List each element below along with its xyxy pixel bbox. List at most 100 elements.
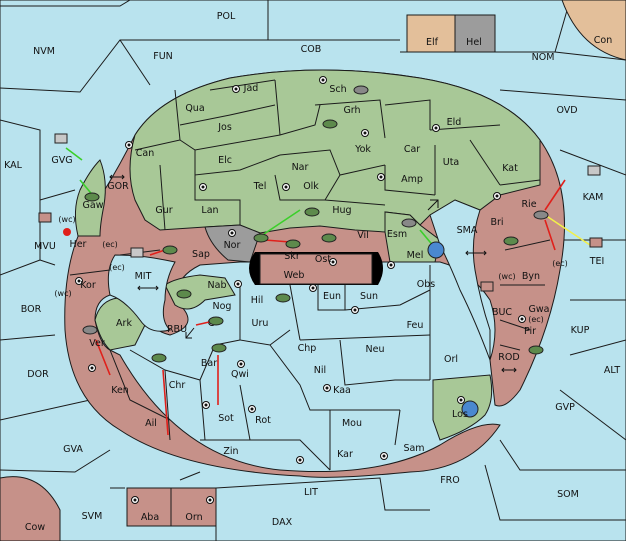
- fleet-unit-bri: [503, 236, 519, 246]
- land-label-bri: Bri: [490, 217, 503, 228]
- land-label-kat: Kat: [502, 163, 518, 174]
- land-label-esm: Esm: [387, 229, 407, 240]
- province-esm[interactable]: [384, 211, 441, 263]
- fleet-unit-bar: [211, 343, 227, 353]
- land-label-qwi: Qwi: [231, 369, 249, 380]
- sea-label-cob: COB: [301, 44, 322, 55]
- fleet-unit-grh: [322, 119, 338, 129]
- sea-label-dax: DAX: [272, 517, 293, 528]
- land-label-chr: Chr: [169, 380, 186, 391]
- land-label-mvu: MVU: [34, 241, 56, 252]
- army-unit-kam: [587, 165, 601, 176]
- province-aba[interactable]: [126, 487, 172, 527]
- province-nor[interactable]: [204, 224, 261, 263]
- land-label-wc1: (wc): [58, 215, 75, 224]
- sea-label-kal: KAL: [4, 160, 23, 171]
- units: [38, 85, 603, 418]
- land-label-ec2: (ec): [109, 263, 125, 272]
- land-label-sap: Sap: [192, 249, 210, 260]
- province-ost-web[interactable]: [259, 253, 373, 285]
- sea-sma[interactable]: [429, 199, 491, 361]
- sea-label-tei: TEI: [589, 256, 605, 267]
- fleet-unit-rie: [533, 210, 549, 220]
- dislodged-marker-mvu: [63, 228, 71, 236]
- land-label-eun: Eun: [323, 291, 341, 302]
- land-label-sch: Sch: [329, 84, 346, 95]
- land-label-skr: Skr: [284, 251, 300, 262]
- land-label-ail: Ail: [145, 418, 157, 429]
- province-nab[interactable]: [164, 274, 236, 310]
- fleet-unit-chr: [151, 353, 167, 363]
- land-label-aba: Aba: [141, 512, 159, 523]
- fleet-unit-sch: [353, 85, 369, 95]
- sea-label-gvp: GVP: [555, 402, 575, 413]
- land-label-olk: Olk: [303, 181, 319, 192]
- province-hel[interactable]: [454, 14, 496, 53]
- land-label-eld: Eld: [447, 117, 462, 128]
- sea-mit[interactable]: [107, 254, 176, 332]
- army-unit-mit: [130, 247, 144, 258]
- fleet-unit-skr: [285, 239, 301, 249]
- land-label-gwa: Gwa: [529, 304, 550, 315]
- sea-label-lit: LIT: [304, 487, 318, 498]
- sea-label-pol: POL: [217, 11, 236, 22]
- fleet-unit-hug: [304, 207, 320, 217]
- province-orn[interactable]: [170, 487, 217, 527]
- fleet-unit-mel: [427, 241, 445, 259]
- land-label-cow: Cow: [25, 522, 45, 533]
- land-label-car: Car: [404, 144, 420, 155]
- land-label-mel: Mel: [407, 250, 424, 261]
- fleet-unit-los: [461, 400, 479, 418]
- land-label-ken: Ken: [111, 385, 129, 396]
- fleet-unit-ver: [82, 325, 98, 335]
- fleet-unit-ost: [321, 233, 337, 243]
- land-label-obs: Obs: [417, 279, 436, 290]
- land-label-vil: Vil: [357, 230, 369, 241]
- land-label-nab: Nab: [208, 280, 227, 291]
- fleet-unit-rod: [528, 345, 544, 355]
- land-label-hel: Hel: [466, 37, 482, 48]
- land-label-jad: Jad: [243, 83, 259, 94]
- fleet-unit-nab: [176, 289, 192, 299]
- sea-label-alt: ALT: [604, 365, 620, 376]
- sea-label-som: SOM: [557, 489, 579, 500]
- land-label-nar: Nar: [292, 162, 309, 173]
- land-label-mou: Mou: [342, 418, 362, 429]
- army-unit-gvg: [54, 133, 68, 144]
- sea-label-svm: SVM: [82, 511, 103, 522]
- land-label-web: Web: [284, 270, 305, 281]
- land-label-ec3: (ec): [552, 259, 568, 268]
- land-label-lan: Lan: [201, 205, 218, 216]
- land-label-yok: Yok: [354, 144, 371, 155]
- fleet-unit-nor: [253, 233, 269, 243]
- land-label-nog: Nog: [213, 301, 232, 312]
- land-label-kor: Kor: [80, 280, 96, 291]
- sea-label-fun: FUN: [153, 51, 173, 62]
- land-label-rot: Rot: [255, 415, 271, 426]
- fleet-unit-nog: [208, 316, 224, 326]
- province-northern-lands[interactable]: [129, 69, 541, 234]
- land-label-hug: Hug: [332, 205, 351, 216]
- land-label-orl: Orl: [444, 354, 458, 365]
- supply-centres: [75, 76, 526, 504]
- sea-label-rbu: RBU: [167, 324, 187, 335]
- land-label-her: Her: [70, 239, 87, 250]
- sea-label-bor: BOR: [21, 304, 42, 315]
- land-label-feu: Feu: [407, 320, 424, 331]
- land-label-byn: Byn: [522, 271, 540, 282]
- land-label-amp: Amp: [401, 174, 423, 185]
- land-label-elc: Elc: [218, 155, 232, 166]
- land-label-rie: Rie: [521, 199, 536, 210]
- land-label-gaw: Gaw: [83, 200, 104, 211]
- province-borders: [69, 79, 551, 471]
- land-label-grh: Grh: [343, 105, 360, 116]
- province-cow[interactable]: [0, 476, 61, 541]
- connection-arrows: [109, 174, 517, 373]
- land-label-nor: Nor: [224, 240, 241, 251]
- sea-label-gor: GOR: [107, 181, 129, 192]
- land-label-zin: Zin: [223, 446, 238, 457]
- sea-label-dor: DOR: [27, 369, 49, 380]
- land-label-bar: Bar: [201, 358, 217, 369]
